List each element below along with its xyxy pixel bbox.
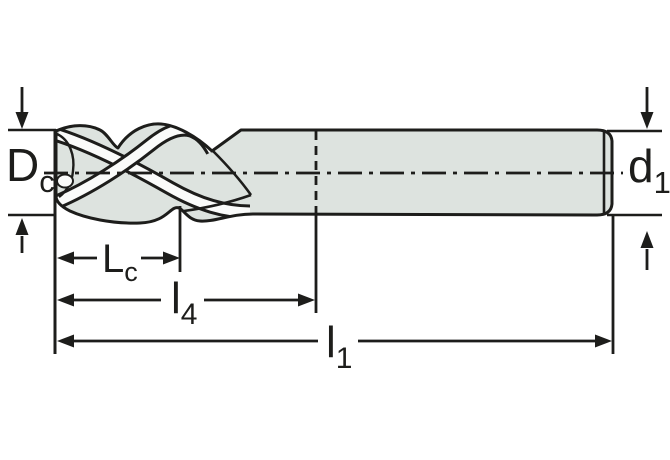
label-cutting-length: Lc bbox=[102, 237, 138, 286]
d1-top-arrow-icon bbox=[640, 87, 654, 129]
label-cutting-diameter-main: D bbox=[6, 139, 40, 191]
label-shank-diameter-main: d bbox=[628, 140, 654, 192]
label-cutting-length-sub: c bbox=[124, 257, 138, 287]
dc-top-arrow-icon bbox=[15, 87, 29, 129]
label-overall-length-sub: 1 bbox=[335, 342, 353, 375]
label-overall-length: l1 bbox=[326, 318, 352, 374]
label-shank-diameter: d1 bbox=[628, 140, 670, 198]
label-length-l4-sub: 4 bbox=[180, 298, 198, 331]
label-overall-length-main: l bbox=[326, 318, 336, 367]
label-shank-diameter-sub: 1 bbox=[653, 165, 670, 200]
label-cutting-diameter-sub: c bbox=[39, 164, 55, 199]
l4-dimension-line bbox=[57, 293, 315, 307]
label-length-l4-main: l bbox=[171, 274, 181, 323]
l1-dimension-line bbox=[57, 334, 612, 348]
label-cutting-length-main: L bbox=[102, 237, 125, 281]
tool-body-outline bbox=[54, 122, 614, 225]
center-point-detail bbox=[56, 173, 74, 189]
label-length-l4: l4 bbox=[171, 274, 197, 330]
end-face-edge bbox=[56, 132, 75, 198]
flute-band-descending bbox=[56, 127, 251, 220]
d1-bottom-arrow-icon bbox=[640, 231, 654, 270]
dc-bottom-arrow-icon bbox=[15, 218, 29, 253]
lc-dimension-line bbox=[57, 251, 180, 265]
label-cutting-diameter: Dc bbox=[6, 139, 55, 197]
flute-runout-lower-edge bbox=[183, 193, 252, 213]
